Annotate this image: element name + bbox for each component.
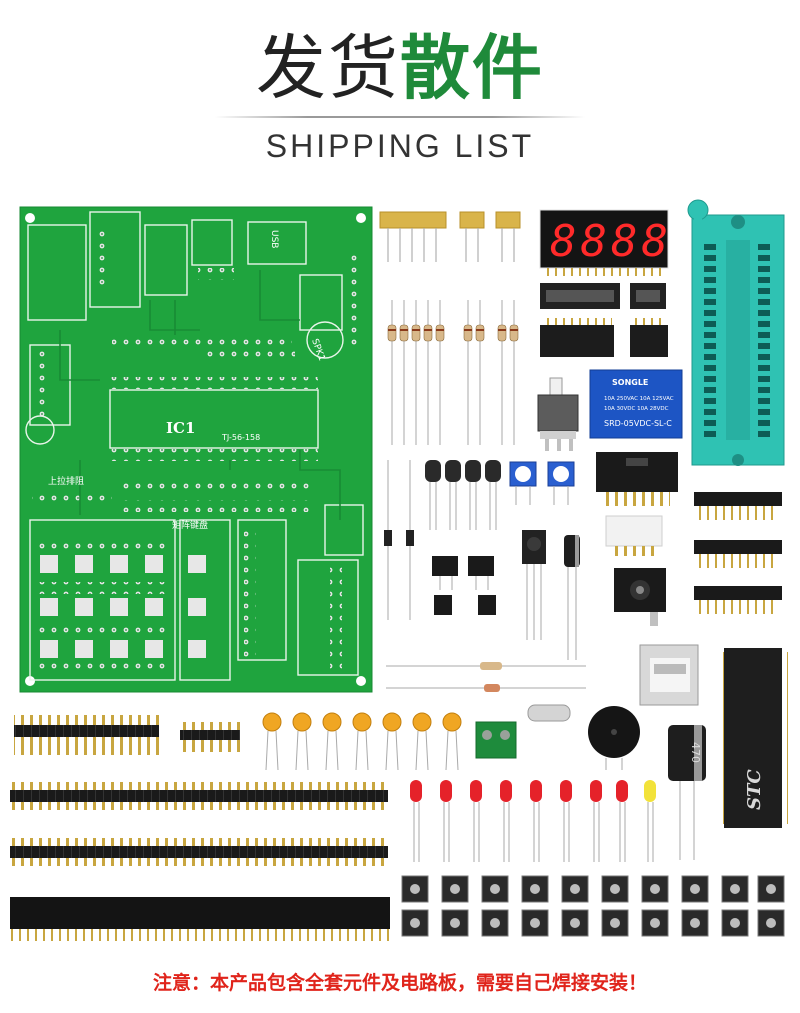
self-lock-switch (537, 377, 579, 451)
page-title: 发货散件 (0, 28, 800, 108)
tactile-buttons (401, 875, 785, 937)
small-electrolytic-cap (564, 535, 580, 660)
jumper-caps (432, 556, 496, 615)
ceramic-caps-top (379, 211, 521, 262)
relay: SONGLE 10A 250VAC 10A 125VAC 10A 30VDC 1… (589, 369, 683, 439)
usb-label: USB (269, 230, 279, 248)
matrix-keypad-label: 矩阵键盘 (172, 519, 208, 531)
page-subtitle: SHIPPING LIST (265, 128, 535, 164)
product-photo: IC1 TJ-56-158 SPK1 USB 矩阵键盘 上拉排阻 (10, 199, 788, 941)
pullup-label: 上拉排阻 (48, 475, 84, 487)
leds (410, 780, 656, 862)
relay-brand: SONGLE (612, 378, 648, 387)
pin-headers (10, 715, 390, 941)
dc-power-jack (614, 568, 666, 626)
relay-spec-2: 10A 30VDC 10A 28VDC (604, 406, 669, 412)
axial-parts (386, 662, 586, 692)
cap-value: 470 (689, 742, 702, 763)
potentiometers (509, 461, 575, 505)
relay-model: SRD-05VDC-SL-C (604, 419, 672, 428)
screw-terminal (475, 721, 517, 759)
transistors (384, 460, 501, 620)
resistors-vertical (387, 300, 519, 445)
relay-spec-1: 10A 250VAC 10A 125VAC (604, 396, 674, 402)
zif-socket (687, 199, 785, 466)
assembly-notice: 注意：本产品包含全套元件及电路板，需要自己焊接安装！ (152, 972, 647, 994)
ceramic-caps-yellow (262, 712, 462, 771)
ic-sockets (540, 283, 668, 357)
title-part1: 发货 (256, 27, 400, 109)
usb-connector (639, 644, 699, 706)
title-divider (215, 116, 585, 118)
buzzer (588, 706, 640, 770)
mcu-brand: STC (744, 769, 765, 810)
ic-part-label: TJ-56-158 (221, 433, 260, 442)
xh-connector (605, 515, 663, 556)
display-digits: 8888 (550, 216, 672, 267)
title-part2: 散件 (400, 27, 544, 109)
mcu-chip: STC (718, 648, 788, 828)
seven-segment-display: 8888 (539, 209, 672, 276)
box-header (596, 452, 678, 506)
crystal (527, 704, 571, 722)
electrolytic-cap-470: 470 (668, 725, 706, 860)
pcb-board: IC1 TJ-56-158 SPK1 USB 矩阵键盘 上拉排阻 (19, 206, 373, 693)
ir-receiver (522, 530, 546, 640)
ic-label: IC1 (166, 419, 195, 437)
resistor-networks (694, 492, 782, 614)
